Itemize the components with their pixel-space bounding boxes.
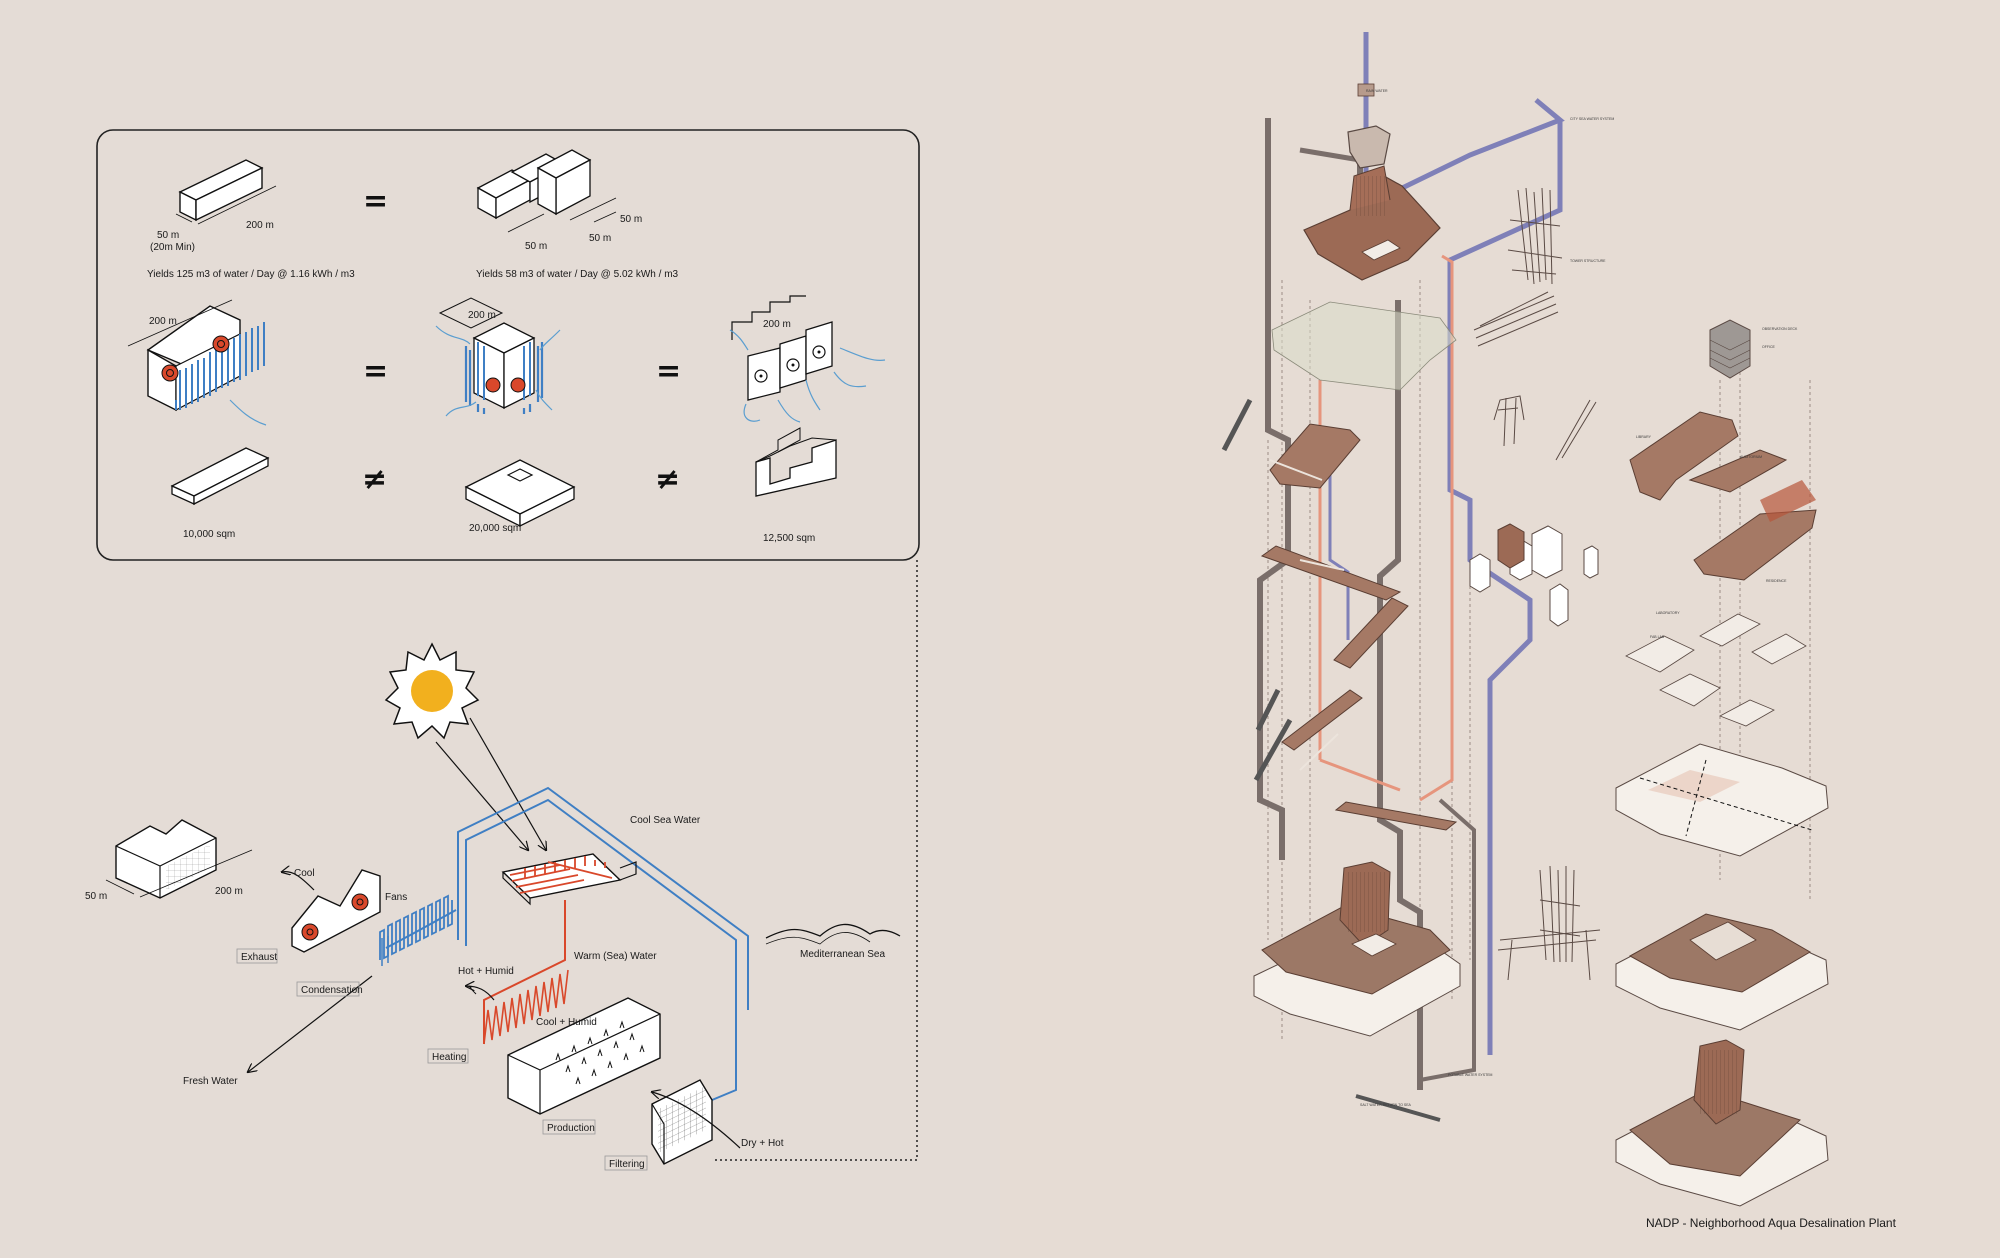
row2-mid-dim: 200 m — [468, 310, 496, 321]
label-production: Production — [547, 1123, 595, 1134]
label-cool-sea-water: Cool Sea Water — [630, 815, 701, 826]
lab-slabs — [1625, 613, 1807, 727]
row3-right-area: 12,500 sqm — [763, 533, 815, 544]
label-fab-lab: FAB LAB — [1650, 635, 1665, 639]
residence-slabs — [1629, 411, 1817, 581]
label-city-sea-water: CITY SEA WATER SYSTEM — [1570, 117, 1614, 121]
dim-length: 200 m — [215, 886, 243, 897]
linear-plant-diagram — [127, 299, 267, 426]
label-office: OFFICE — [1762, 345, 1775, 349]
courtyard-footprint — [464, 459, 576, 528]
final-building — [1615, 1039, 1829, 1207]
row1-right-yield: Yields 58 m3 of water / Day @ 5.02 kWh /… — [476, 269, 679, 280]
label-condensation: Condensation — [301, 985, 363, 996]
label-salt-water-return: SALT WATER RETURN TO SEA — [1360, 1103, 1412, 1107]
not-equals-sign-2: ≠ — [655, 462, 680, 497]
label-auditorium: AUDITORIUM — [1740, 455, 1762, 459]
row1-left-length: 200 m — [246, 220, 274, 231]
row2-left-dim: 200 m — [149, 316, 177, 327]
label-tower-structure: TOWER STRUCTURE — [1570, 259, 1606, 263]
production-box — [507, 997, 661, 1115]
right-background — [1000, 0, 2000, 1258]
row3-mid-area: 20,000 sqm — [469, 523, 521, 534]
label-residence: RESIDENCE — [1766, 579, 1787, 583]
tower-plant-diagram — [435, 297, 561, 417]
plant-building-sketch — [105, 819, 253, 899]
filter-wedge — [651, 1079, 713, 1165]
production-corridors — [1260, 423, 1458, 831]
tower-roof — [1303, 125, 1441, 281]
equals-sign: = — [363, 184, 388, 219]
row1-right-dim-b: 50 m — [589, 233, 611, 244]
label-warm-sea-water: Warm (Sea) Water — [574, 951, 657, 962]
label-cool-humid: Cool + Humid — [536, 1017, 597, 1028]
row1-left-width-note: (20m Min) — [150, 242, 195, 253]
label-observation-deck: OBSERVATION DECK — [1762, 327, 1798, 331]
label-heating: Heating — [432, 1052, 466, 1063]
label-potable-water: POTABLE WATER SYSTEM — [1448, 1073, 1493, 1077]
row3-left-area: 10,000 sqm — [183, 529, 235, 540]
label-mediterranean-sea: Mediterranean Sea — [800, 949, 885, 960]
equals-sign-2: = — [363, 354, 388, 389]
base-lattice — [1497, 865, 1601, 981]
site-plan-slab — [1615, 743, 1829, 857]
stepped-plant-diagram — [729, 295, 886, 423]
label-exhaust: Exhaust — [241, 952, 277, 963]
row2-right-dim: 200 m — [763, 319, 791, 330]
panel-connector — [712, 560, 918, 1161]
label-hot-humid: Hot + Humid — [458, 966, 514, 977]
equals-sign-3: = — [656, 354, 681, 389]
label-laboratory: LABORATORY — [1656, 611, 1680, 615]
label-filtering: Filtering — [609, 1159, 645, 1170]
filter-modules — [1469, 523, 1599, 627]
ground-slab-right — [1615, 913, 1829, 1031]
exploded-axonometric: RAIN WATER CITY SEA WATER SYSTEM TOWER S… — [1221, 32, 1897, 1230]
process-diagram: 50 m 200 m Cool Sea Water Mediterranean … — [85, 642, 901, 1171]
diagram-caption: NADP - Neighborhood Aqua Desalination Pl… — [1646, 1216, 1897, 1230]
not-equals-sign: ≠ — [362, 462, 387, 497]
fans-unit — [291, 869, 381, 953]
linear-footprint — [170, 447, 270, 506]
label-cool: Cool — [294, 868, 315, 879]
tower-lattice — [1473, 187, 1597, 461]
row1-left-width: 50 m — [157, 230, 179, 241]
row1-right-dim-a: 50 m — [525, 241, 547, 252]
office-stack — [1709, 319, 1751, 379]
sea-wave-icon — [765, 923, 901, 939]
row1-left-yield: Yields 125 m3 of water / Day @ 1.16 kWh … — [147, 269, 355, 280]
sun-icon — [384, 642, 480, 740]
row1-right-dim-c: 50 m — [620, 214, 642, 225]
cluster-block-diagram — [476, 149, 617, 233]
stepped-footprint — [755, 427, 837, 497]
label-fans: Fans — [385, 892, 407, 903]
dim-width: 50 m — [85, 891, 107, 902]
label-rain-water: RAIN WATER — [1366, 89, 1388, 93]
single-block-diagram — [175, 159, 277, 225]
label-library: LIBRARY — [1636, 435, 1652, 439]
base-building — [1253, 861, 1461, 1037]
label-dry-hot: Dry + Hot — [741, 1138, 784, 1149]
label-fresh-water: Fresh Water — [183, 1076, 238, 1087]
comparison-panel: 50 m (20m Min) 200 m Yields 125 m3 of wa… — [96, 129, 920, 561]
panel-frame — [96, 129, 920, 561]
